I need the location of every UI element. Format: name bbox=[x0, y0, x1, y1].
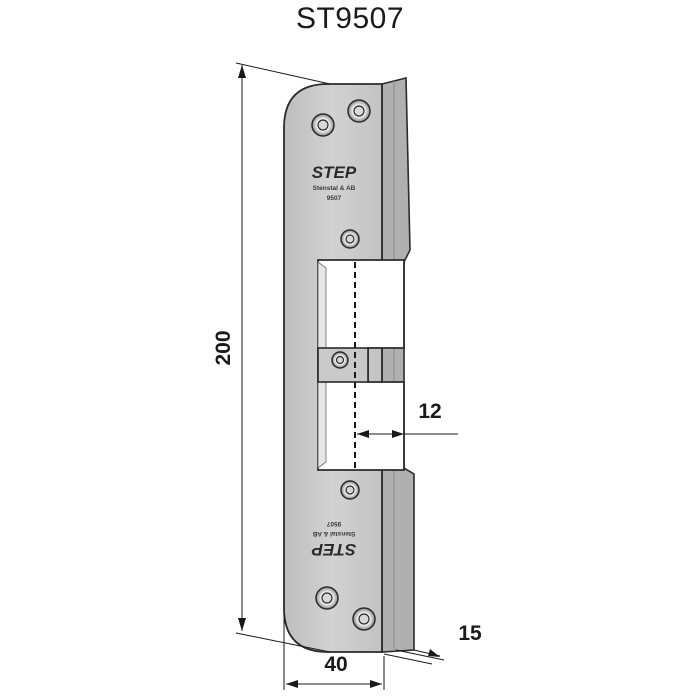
engraving-company-top: Stenstal & AB bbox=[313, 185, 356, 192]
engraving-code-bottom: 9507 bbox=[326, 520, 341, 527]
product-title: ST9507 bbox=[295, 2, 405, 35]
flange-label: 15 bbox=[458, 622, 482, 645]
width-label: 40 bbox=[324, 653, 347, 676]
screw-hole-bottom-left bbox=[315, 586, 339, 610]
screw-hole-bottom-right bbox=[352, 607, 376, 631]
screw-hole-upper-center bbox=[340, 229, 360, 249]
plate-flange bbox=[381, 76, 415, 653]
engraving-brand-top: STEP bbox=[312, 163, 357, 182]
flange-dimension bbox=[383, 649, 445, 665]
engraving-code-top: 9507 bbox=[327, 195, 342, 202]
depth-label: 12 bbox=[418, 400, 441, 423]
engraving-top: STEP Stenstal & AB 9507 bbox=[312, 163, 357, 202]
height-dimension bbox=[235, 62, 331, 653]
screw-hole-top-right bbox=[347, 99, 371, 123]
screw-hole-tab bbox=[331, 351, 349, 369]
height-label: 200 bbox=[212, 330, 235, 365]
engraving-brand-bottom: STEP bbox=[311, 540, 356, 559]
screw-hole-top-left bbox=[311, 113, 335, 137]
screw-hole-lower-center bbox=[340, 480, 360, 500]
width-dimension bbox=[283, 612, 385, 690]
engraving-bottom: STEP Stenstal & AB 9507 bbox=[311, 520, 356, 559]
depth-dimension bbox=[357, 430, 458, 438]
engraving-company-bottom: Stenstal & AB bbox=[312, 530, 355, 537]
